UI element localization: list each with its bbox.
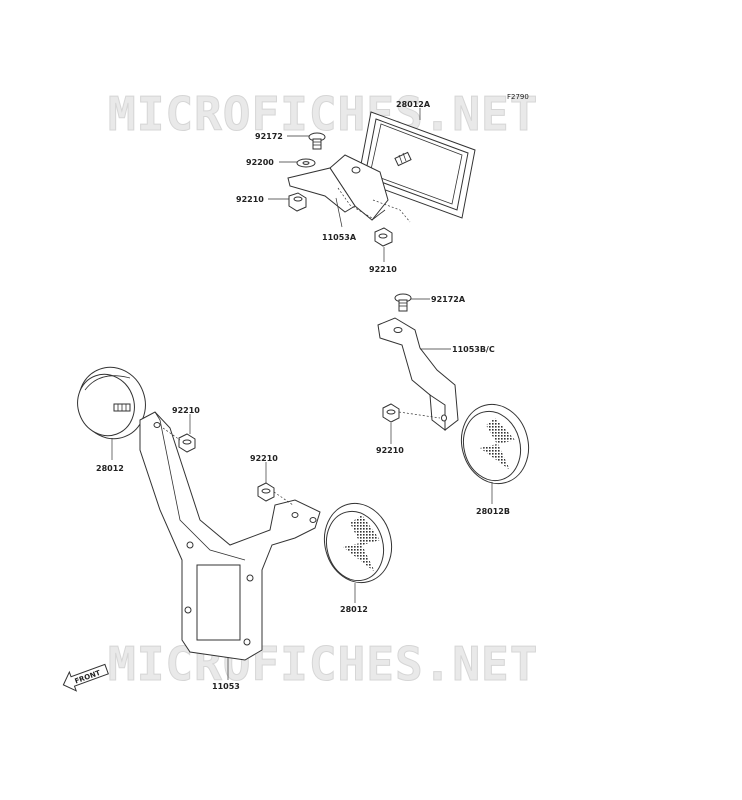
nut-left [288, 192, 307, 212]
front-arrow: FRONT [62, 663, 109, 692]
label-92172A: 92172A [431, 295, 466, 304]
washer [296, 158, 316, 168]
watermark-bottom: MICROFICHES.NET [108, 637, 538, 691]
reflector-stud [394, 151, 412, 167]
figure-code: F2790 [507, 93, 529, 101]
reflector-right [460, 403, 530, 485]
label-28012B: 28012B [476, 507, 510, 516]
label-92200: 92200 [246, 158, 274, 167]
nut-lower [374, 227, 393, 247]
label-28012-center: 28012 [340, 605, 368, 614]
bracket-a [287, 154, 389, 221]
label-92210-left: 92210 [236, 195, 264, 204]
reflector-rect [357, 111, 476, 219]
bracket-main [139, 411, 321, 661]
bolt-right [394, 293, 412, 312]
nut-left-middle [178, 433, 196, 453]
label-92172: 92172 [255, 132, 283, 141]
watermark-top: MICROFICHES.NET [108, 87, 538, 141]
reflector-right-assembly [377, 293, 530, 504]
main-bracket-assembly [77, 366, 393, 680]
label-92210-left-middle: 92210 [172, 406, 200, 415]
label-11053A: 11053A [322, 233, 357, 242]
reflector-center [323, 502, 393, 584]
left-stud [113, 403, 131, 412]
label-28012-left: 28012 [96, 464, 124, 473]
bolt-top [308, 132, 326, 150]
label-11053: 11053 [212, 682, 240, 691]
nut-right [382, 403, 400, 423]
label-92210-right: 92210 [376, 446, 404, 455]
nut-center [257, 482, 275, 502]
reflector-left [77, 366, 146, 440]
bracket-bc [377, 317, 459, 432]
reflector-rect-assembly [268, 108, 476, 262]
label-28012A: 28012A [396, 100, 431, 109]
label-11053BC: 11053B/C [452, 345, 495, 354]
label-92210-center: 92210 [250, 454, 278, 463]
label-92210-lower: 92210 [369, 265, 397, 274]
